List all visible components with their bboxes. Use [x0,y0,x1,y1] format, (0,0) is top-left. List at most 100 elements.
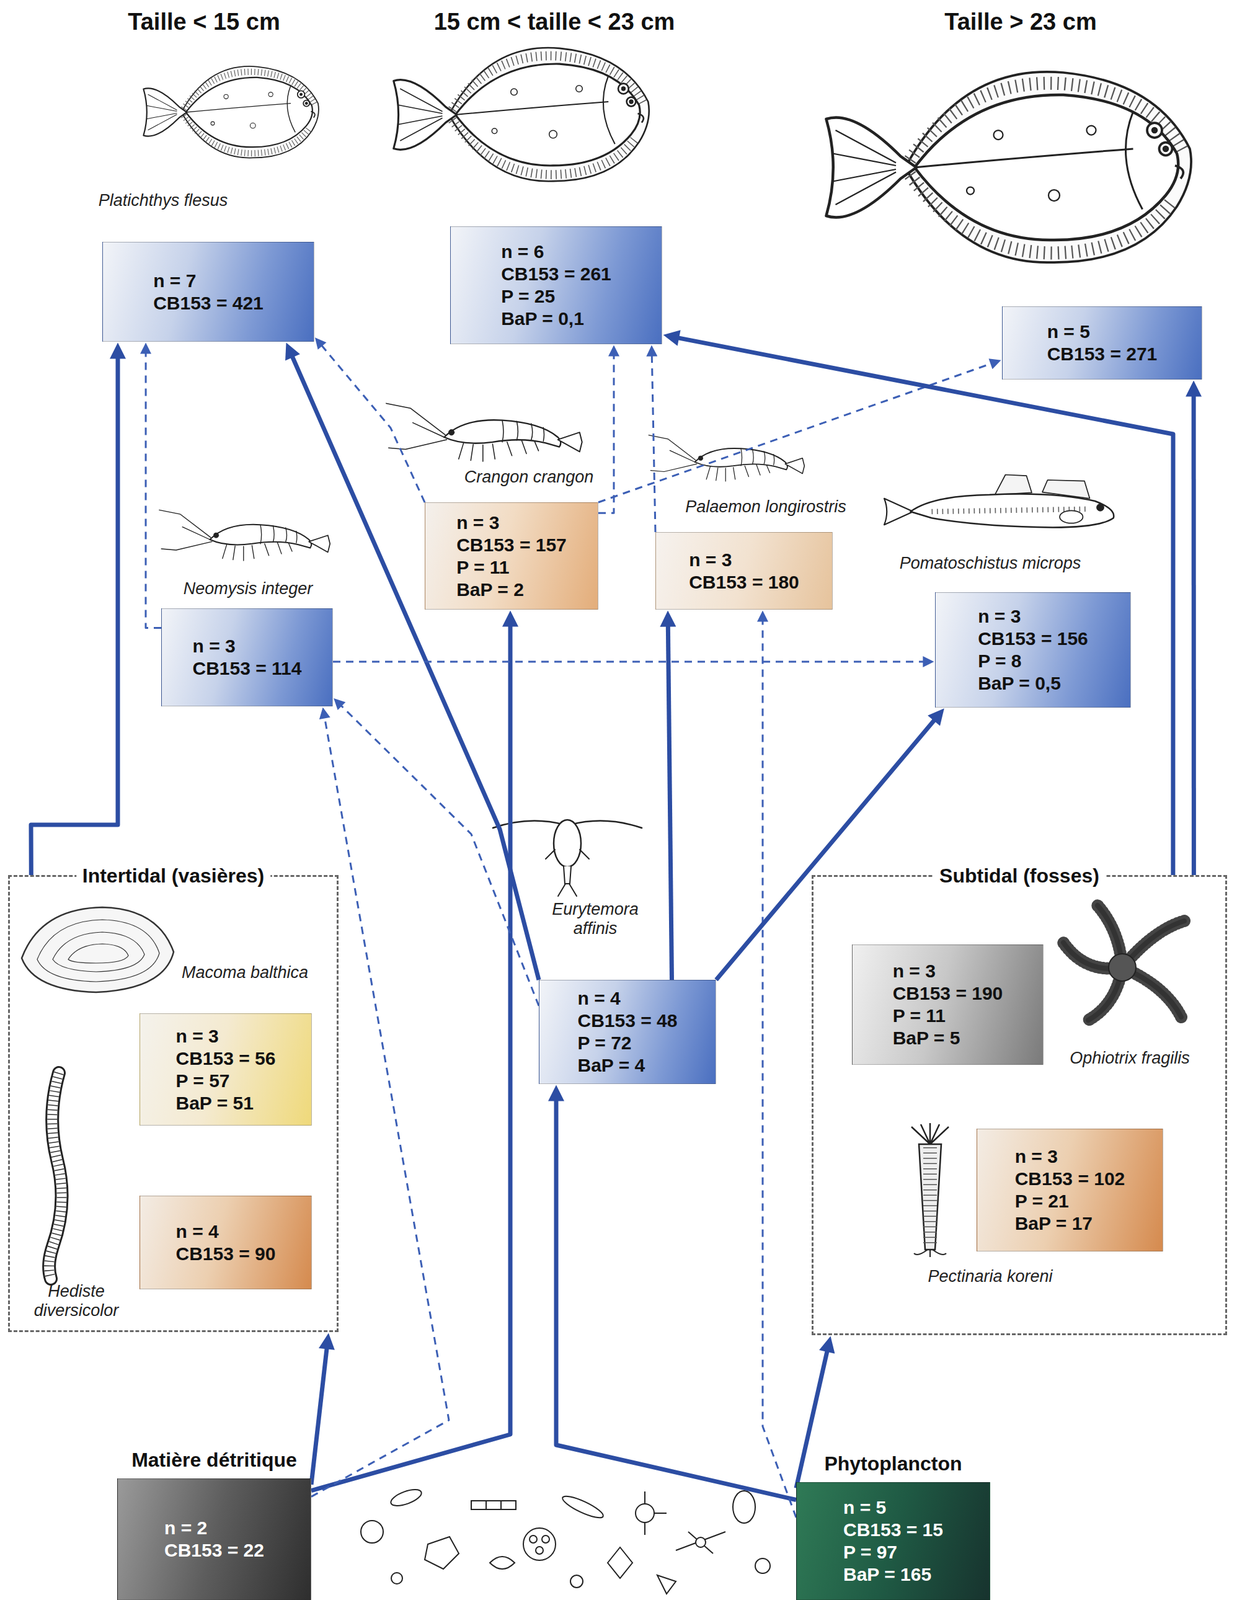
ophiotrix-drawing [1063,905,1185,1020]
measure-line: n = 3 [192,634,302,658]
measure-line: CB153 = 156 [977,627,1089,650]
habitat-zone: Intertidal (vasières)n = 3CB153 = 56P = … [8,874,339,1332]
growth-lines [37,919,160,982]
measure-line: BaP = 0,1 [501,307,612,330]
cell [695,1537,706,1548]
column-heading: Taille > 23 cm [944,8,1097,36]
shell [21,907,174,993]
main-feeding-arrow [796,1342,830,1489]
flounder-medium [393,47,650,182]
hediste-drawing [48,1072,62,1279]
flounder-small [143,66,319,159]
diatom [501,1500,516,1510]
data-box: n = 3CB153 = 114 [161,608,333,707]
setae [545,849,590,896]
particle [657,1574,676,1594]
occasional-feeding-arrow [145,347,162,629]
box-text: n = 3CB153 = 56P = 57BaP = 51 [176,1024,276,1115]
arm-spines [1063,905,1185,1020]
box-text: n = 7CB153 = 421 [153,269,264,315]
measure-line: CB153 = 180 [688,571,800,594]
box-text: n = 4CB153 = 90 [176,1220,276,1265]
macoma-drawing [21,907,174,993]
measure-line: CB153 = 22 [164,1538,265,1562]
data-box: n = 7CB153 = 421 [102,241,315,342]
cell [635,1503,655,1523]
data-box: n = 4CB153 = 48P = 72BaP = 4 [538,979,717,1084]
main-feeding-arrow [311,616,511,1491]
measure-line: n = 3 [892,959,1004,983]
copepod-body [553,819,581,867]
measure-line: P = 25 [501,285,612,308]
occasional-feeding-arrow [598,361,998,503]
measure-line: CB153 = 157 [456,533,567,557]
diatom [486,1500,502,1510]
worm-segments [48,1072,62,1279]
species-name: Palaemon longirostris [685,497,847,517]
species-name: Neomysis integer [183,579,314,599]
measure-line: CB153 = 15 [843,1518,944,1541]
measure-line: n = 7 [153,269,264,293]
source-heading: Matière détritique [131,1447,298,1472]
data-box: n = 3CB153 = 180 [655,532,833,610]
measure-line: n = 6 [501,240,612,263]
species-name: Crangon crangon [464,467,595,487]
particle [607,1547,633,1579]
main-feeding-arrow [311,1339,329,1485]
measure-line: n = 5 [1047,320,1158,343]
measure-line: n = 3 [977,605,1089,628]
particle [391,1572,403,1584]
particle [560,1492,606,1522]
measure-line: P = 11 [892,1004,1004,1027]
occasional-feeding-arrow [311,711,449,1497]
pectinaria-drawing [911,1122,949,1257]
column-heading: 15 cm < taille < 23 cm [434,8,676,36]
eye [1096,503,1105,511]
box-text: n = 3CB153 = 156P = 8BaP = 0,5 [977,605,1089,695]
measure-line: BaP = 4 [577,1054,678,1077]
measure-line: CB153 = 102 [1015,1167,1126,1190]
tube [918,1143,942,1250]
particle [360,1520,384,1543]
box-text: n = 2CB153 = 22 [164,1516,265,1562]
main-feeding-arrow [667,616,672,980]
particle [755,1558,771,1574]
measure-line: P = 97 [843,1540,944,1564]
source-heading: Phytoplancton [824,1451,962,1476]
data-box: n = 4CB153 = 90 [139,1195,312,1290]
measure-line: CB153 = 421 [153,292,264,315]
arms [1063,905,1185,1020]
fish-body [910,494,1115,528]
spines [644,1491,667,1535]
chaetoceros [675,1531,726,1554]
species-name: Hediste diversicolor [17,1281,136,1321]
main-feeding-arrow [556,1091,797,1500]
goby-drawing [884,474,1114,528]
bristles [911,1122,949,1144]
measure-line: n = 2 [164,1516,265,1539]
palaemon-drawing [648,435,805,482]
occasional-feeding-arrow [598,349,614,514]
neomysis-drawing [159,509,330,561]
occasional-feeding-arrow [762,615,797,1518]
occasional-feeding-arrow [332,660,930,663]
main-feeding-arrow [1191,386,1197,875]
data-box: n = 3CB153 = 102P = 21BaP = 17 [976,1128,1164,1252]
measure-line: CB153 = 56 [176,1047,276,1070]
measure-line: n = 3 [456,511,567,534]
measure-line: BaP = 5 [892,1026,1004,1050]
data-box: n = 3CB153 = 156P = 8BaP = 0,5 [935,592,1131,708]
data-box: Matière détritiquen = 2CB153 = 22 [117,1478,312,1600]
particle [424,1536,459,1569]
measure-line: CB153 = 271 [1047,342,1158,366]
species-name: Macoma balthica [181,962,309,983]
tube-texture [923,1147,937,1247]
measure-line: n = 3 [176,1024,276,1048]
box-text: n = 3CB153 = 114 [192,634,302,680]
measure-line: CB153 = 90 [176,1242,276,1265]
occasional-feeding-arrow [651,349,656,533]
crangon-drawing [386,403,583,462]
particle [570,1574,583,1588]
worm-fill [48,1072,62,1279]
species-name: Eurytemora affinis [542,899,648,939]
